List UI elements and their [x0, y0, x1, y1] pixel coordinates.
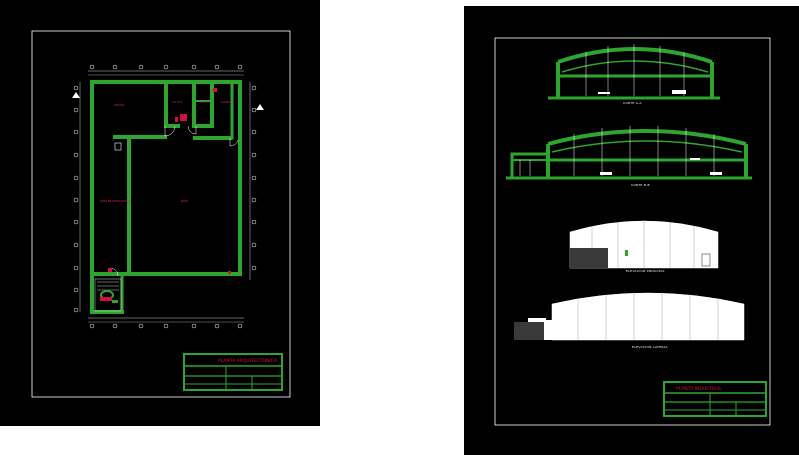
section-a-a: CORTE A-A [548, 44, 720, 105]
room-label-2: S.S.H.H [172, 100, 182, 104]
room-label-1: OFICINA [114, 103, 125, 107]
front-elevation-caption: ELEVACION PRINCIPAL [626, 269, 665, 273]
plan-title-block: PLANTA ARQUITECTONICA [183, 353, 283, 391]
section-b-b: CORTE B-B [506, 126, 752, 187]
room-label-4: ALMACEN [221, 100, 234, 104]
floor-plan: OFICINA S.S.H.H S.S.H.H ALMACEN AREA DE … [72, 64, 264, 329]
elevations-frame [494, 37, 771, 426]
section-a-caption: CORTE A-A [623, 101, 642, 105]
plan-title: PLANTA ARQUITECTONICA [218, 358, 278, 364]
side-elevation: ELEVACION LATERAL [514, 292, 745, 349]
room-label-6: NAVE [181, 199, 188, 203]
room-label-5: AREA DE PRODUCCION [100, 199, 130, 203]
room-label-3: S.S.H.H [199, 100, 209, 104]
section-b-caption: CORTE B-B [631, 183, 650, 187]
elevations-title: PLANTA INDUSTRIAL [676, 386, 722, 392]
plan-frame [31, 30, 291, 398]
front-elevation: ELEVACION PRINCIPAL [569, 220, 719, 273]
elevations-title-block: PLANTA INDUSTRIAL [663, 381, 767, 417]
side-elevation-caption: ELEVACION LATERAL [632, 345, 668, 349]
